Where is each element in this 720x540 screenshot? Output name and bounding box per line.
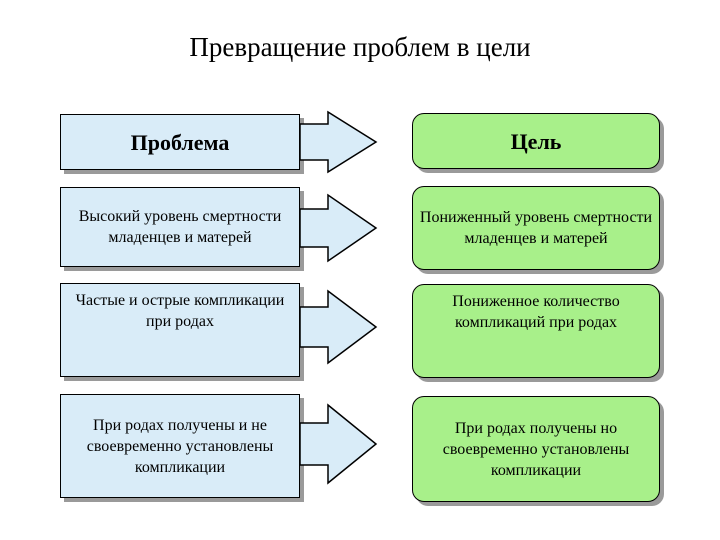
problem-text-3: При родах получены и не своевременно уст… [86,416,274,476]
problem-header-box: Проблема [60,114,300,170]
problem-box-2: Частые и острые компликации при родах [60,283,300,377]
page-title: Превращение проблем в цели [189,32,531,62]
row-arrow-3 [299,403,378,485]
row-arrow-shape-1 [299,193,378,263]
goal-box-3: При родах получены но своевременно устан… [412,396,660,502]
problem-box-3: При родах получены и не своевременно уст… [60,394,300,498]
goal-box-2: Пониженное количество компликаций при ро… [412,284,660,378]
row-arrow-2 [299,289,378,365]
problem-text-1: Высокий уровень смертности младенцев и м… [78,208,282,246]
goal-header-label: Цель [510,128,562,154]
goal-box-1: Пониженный уровень смертности младенцев … [412,186,660,270]
row-arrow-shape-3 [299,403,378,485]
problem-text-2: Частые и острые компликации при родах [75,292,285,330]
row-arrow-shape-2 [299,289,378,365]
header-arrow-shape [299,110,378,174]
goal-text-3: При родах получены но своевременно устан… [442,419,630,479]
goal-text-1: Пониженный уровень смертности младенцев … [419,209,653,247]
problem-box-1: Высокий уровень смертности младенцев и м… [60,187,300,267]
goal-text-2: Пониженное количество компликаций при ро… [452,293,620,331]
goal-header-box: Цель [412,113,660,169]
header-arrow [299,110,378,174]
row-arrow-1 [299,193,378,263]
problem-header-label: Проблема [130,129,230,155]
